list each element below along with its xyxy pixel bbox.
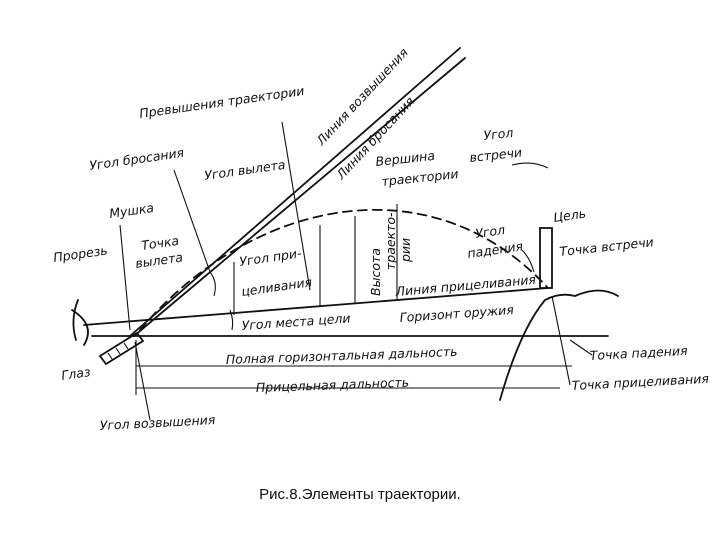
eye-icon	[71, 299, 89, 346]
rifle-barrel	[98, 331, 145, 366]
trajectory-diagram: Линия возвышения Линия бросания Превышен…	[52, 44, 709, 433]
rifle-barrel-hatch	[123, 342, 129, 350]
angle-of-aim-arc	[229, 309, 234, 331]
target-rect	[539, 227, 553, 289]
label-point-of-encounter: Точка встречи	[559, 234, 655, 259]
label-trajectory-excess: Превышения траектории	[138, 83, 305, 121]
label-angle-of-elevation: Угол возвышения	[99, 412, 216, 433]
label-summit-2: траектории	[381, 166, 459, 189]
leader-mushka	[119, 224, 131, 331]
label-angle-of-encounter-1: Угол	[483, 125, 514, 143]
label-rear-sight: Прорезь	[52, 243, 108, 265]
label-trajectory-height-1: Высота	[368, 248, 383, 296]
label-angle-of-aim-2: целивания	[240, 274, 313, 299]
rifle-barrel-hatch	[107, 352, 113, 360]
label-point-of-departure-1: Точка	[140, 233, 180, 253]
hill-shape	[499, 289, 619, 401]
label-summit-1: Вершина	[375, 148, 436, 169]
line-of-departure	[133, 57, 466, 337]
label-point-of-fall: Точка падения	[589, 343, 688, 363]
leader-prevysheniya	[281, 121, 311, 291]
angle-of-departure-arc	[209, 271, 216, 297]
leader-ugol-vozvysheniya	[134, 341, 151, 421]
label-angle-of-aim-1: Угол при-	[238, 245, 303, 269]
leader-tochka-padeniya	[569, 339, 593, 356]
trajectory-curve	[139, 209, 549, 331]
label-point-of-departure-2: вылета	[134, 249, 183, 271]
label-angle-of-fall-1: Угол	[474, 222, 506, 241]
leader-ugol-brosaniya	[173, 169, 211, 273]
label-front-sight: Мушка	[108, 200, 154, 221]
label-weapon-horizon: Горизонт оружия	[399, 302, 515, 325]
label-angle-of-encounter-2: встречи	[469, 145, 523, 165]
leader-tochka-pricelivaniya	[551, 295, 571, 386]
figure-caption: Рис.8.Элементы траектории.	[259, 486, 461, 503]
label-angle-of-projection: Угол бросания	[88, 145, 185, 173]
angle-of-fall-arc	[521, 249, 535, 273]
label-trajectory-height-2: траекто-	[383, 212, 398, 270]
label-full-horizontal-range: Полная горизонтальная дальность	[226, 344, 458, 367]
rifle-barrel-hatch	[115, 347, 121, 355]
line-of-sight	[83, 287, 549, 326]
angle-of-encounter-arc	[511, 162, 549, 169]
label-sight-range: Прицельная дальность	[256, 375, 410, 395]
label-angle-of-departure: Угол вылета	[203, 157, 286, 183]
label-eye: Глаз	[60, 364, 91, 383]
label-aiming-point: Точка прицеливания	[571, 371, 709, 393]
label-angle-of-site: Угол места цели	[241, 310, 351, 333]
label-target: Цель	[552, 206, 587, 225]
line-of-elevation	[129, 47, 461, 337]
label-trajectory-height-3: рии	[398, 238, 413, 263]
